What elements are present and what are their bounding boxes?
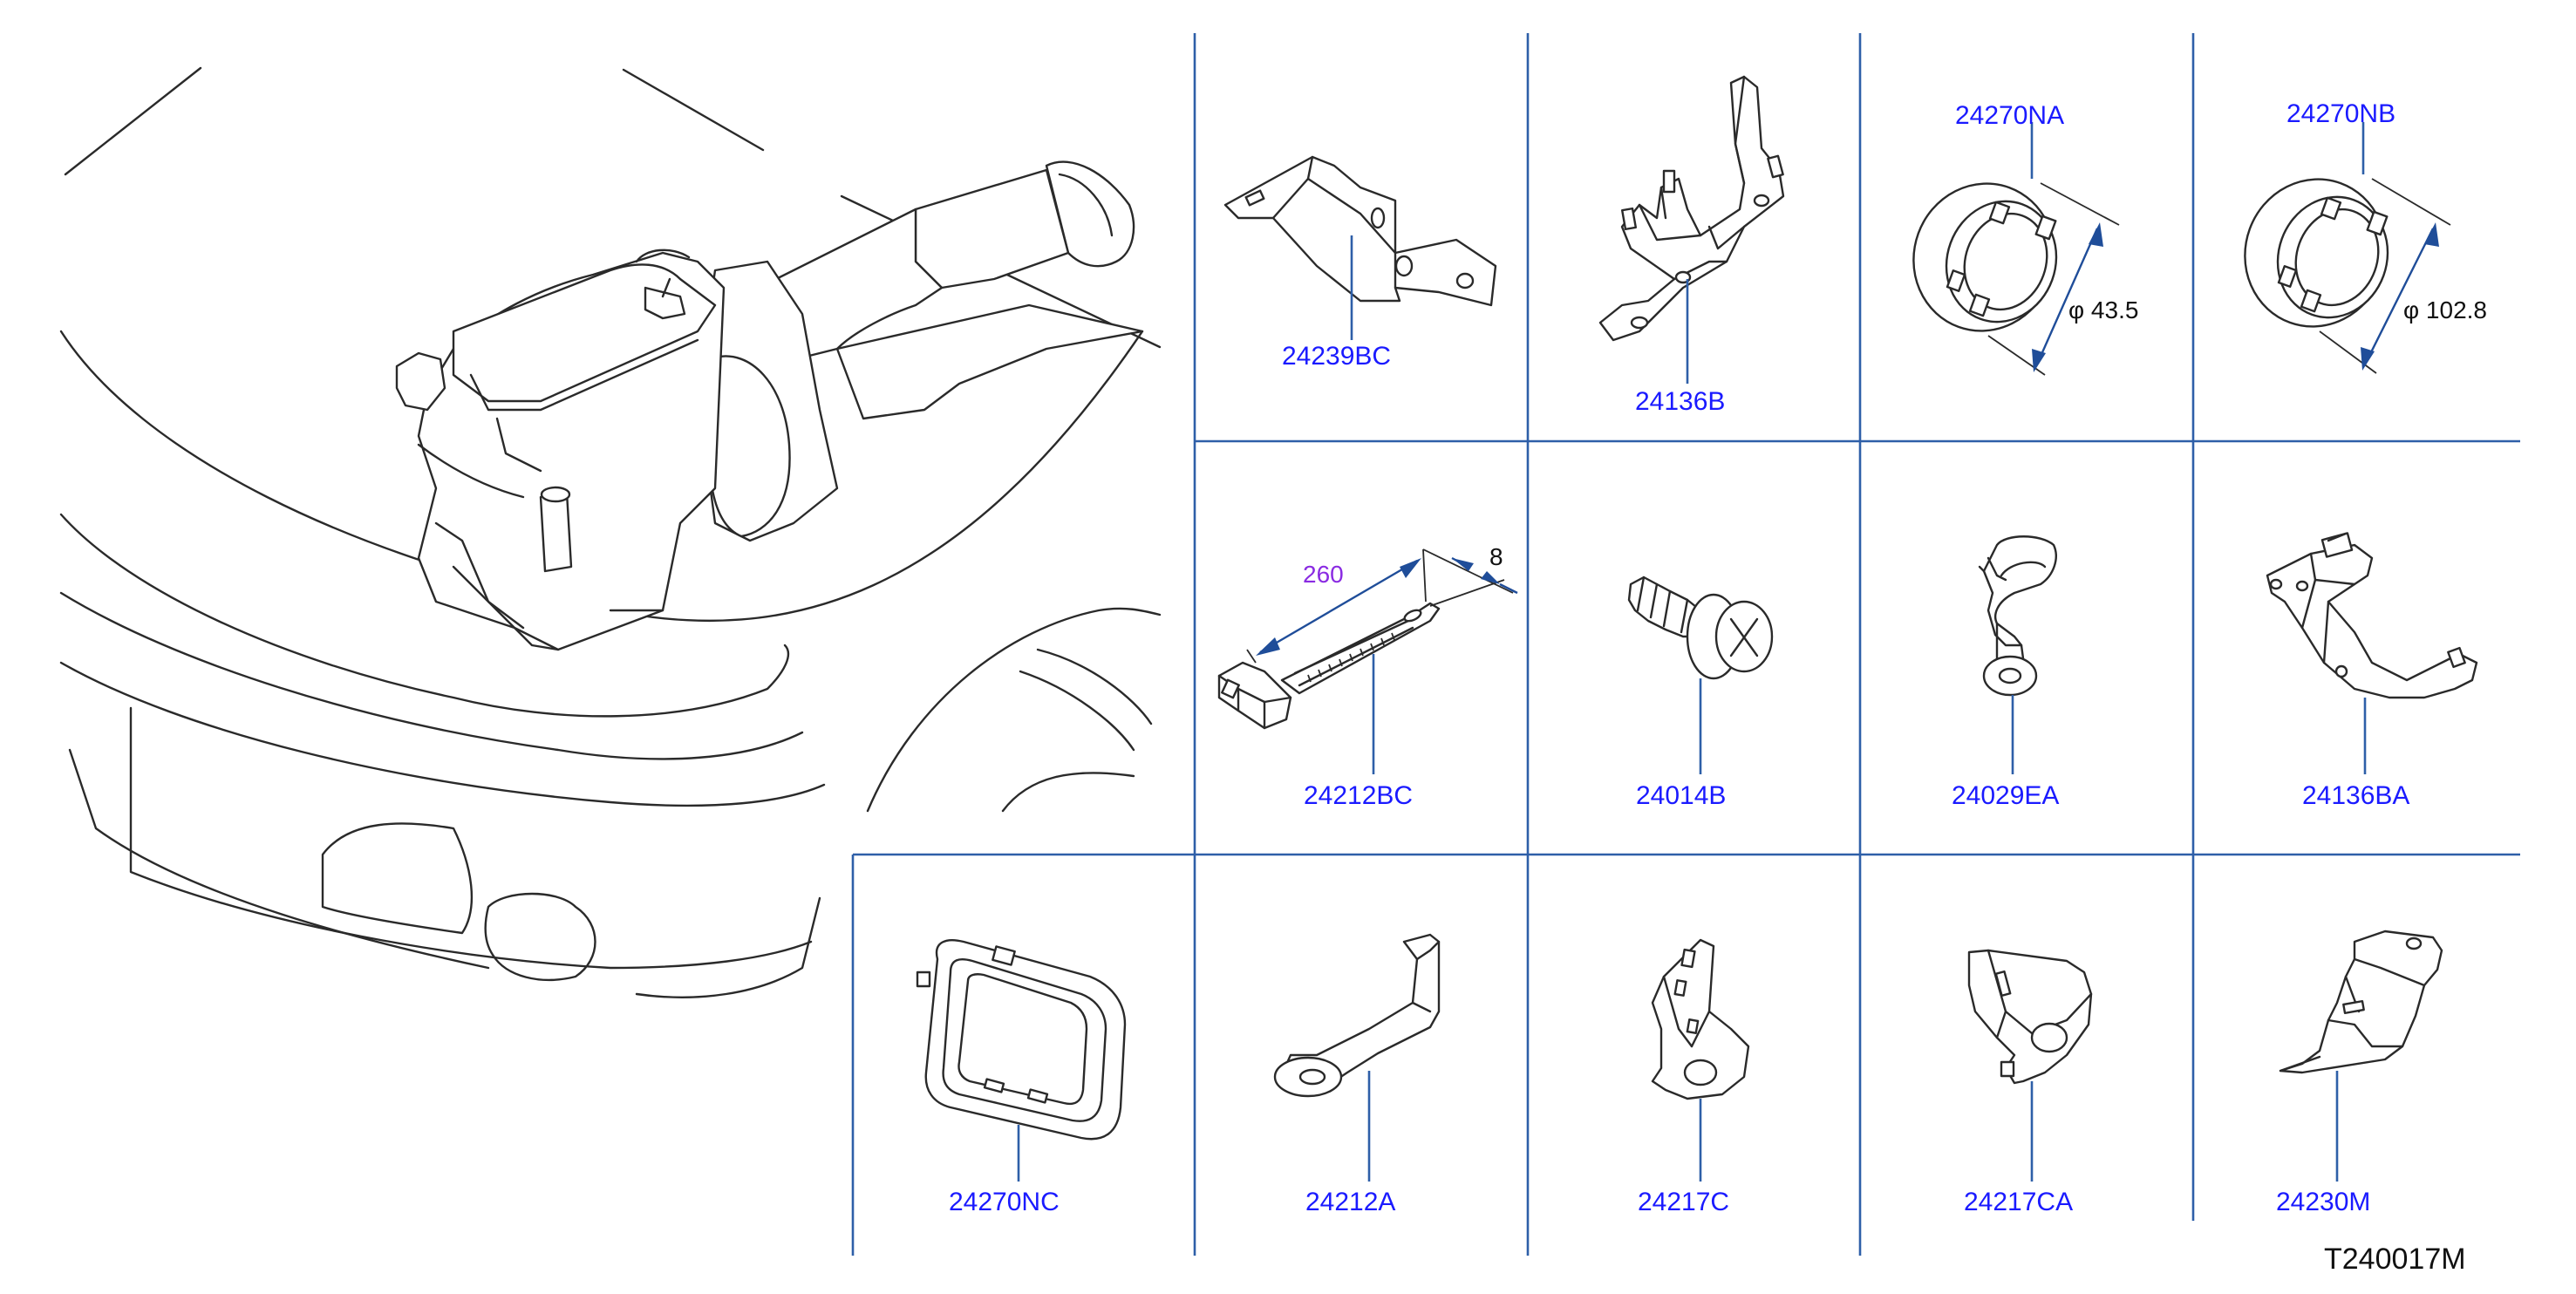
label-24230M: 24230M: [2276, 1188, 2370, 1216]
label-24136BA: 24136BA: [2302, 781, 2409, 810]
part-24029EA: [1978, 535, 2057, 774]
tie-teeth: [1307, 632, 1395, 683]
part-24270NB: [2244, 122, 2451, 374]
label-24029EA: 24029EA: [1952, 781, 2059, 810]
part-24136B: [1598, 75, 1785, 384]
part-24239BC: [1223, 155, 1497, 340]
grid-lines: [851, 33, 2520, 1256]
part-24014B: [1627, 575, 1774, 774]
dimension-width-24212BC: 8: [1489, 543, 1503, 570]
dimension-length-24212BC: 260: [1303, 561, 1344, 588]
part-24230M: [2279, 930, 2443, 1182]
label-24212A: 24212A: [1305, 1188, 1395, 1216]
dimension-24270NB: φ 102.8: [2403, 296, 2487, 324]
label-24212BC: 24212BC: [1304, 781, 1413, 810]
part-24217C: [1651, 938, 1750, 1182]
part-24270NA: [1912, 122, 2120, 376]
label-24270NB: 24270NB: [2286, 99, 2395, 128]
vehicle-engine-bay-illustration: [59, 66, 1162, 998]
part-24136BA: [2266, 532, 2478, 774]
diagram-code: T240017M: [2324, 1243, 2466, 1276]
label-24136B: 24136B: [1635, 387, 1725, 416]
part-24217CA: [1967, 949, 2093, 1182]
label-24270NC: 24270NC: [949, 1188, 1060, 1216]
label-24239BC: 24239BC: [1282, 342, 1391, 371]
label-24217C: 24217C: [1638, 1188, 1729, 1216]
part-24212A: [1273, 933, 1441, 1182]
dimension-24270NA: φ 43.5: [2068, 296, 2138, 324]
part-24270NC: [916, 939, 1127, 1182]
label-24014B: 24014B: [1636, 781, 1726, 810]
label-24270NA: 24270NA: [1955, 101, 2064, 130]
part-24212BC: [1217, 548, 1518, 774]
label-24217CA: 24217CA: [1964, 1188, 2073, 1216]
